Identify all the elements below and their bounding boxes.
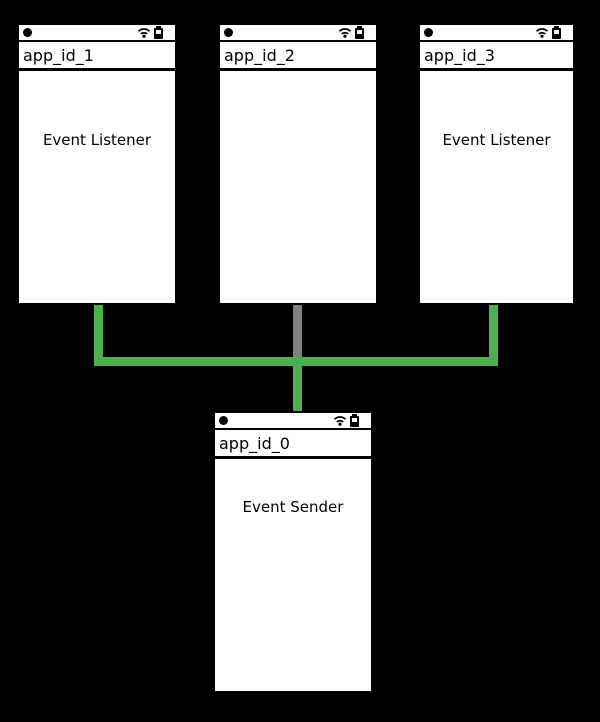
app-body-label: Event Sender — [242, 498, 344, 516]
connector-app-id-3 — [489, 305, 498, 366]
app-body — [220, 71, 376, 303]
phone-frame-app-id-1: app_id_1 Event Listener — [17, 23, 177, 305]
connector-app-id-2 — [293, 305, 302, 362]
battery-icon — [154, 25, 163, 39]
camera-dot-icon — [224, 28, 233, 37]
battery-icon — [552, 25, 561, 39]
battery-icon — [355, 25, 364, 39]
app-body: Event Listener — [420, 71, 573, 303]
connector-app-id-1 — [94, 305, 103, 366]
phone-frame-app-id-3: app_id_3 Event Listener — [418, 23, 575, 305]
status-bar — [19, 25, 175, 42]
camera-dot-icon — [424, 28, 433, 37]
app-body-label: Event Listener — [442, 131, 551, 149]
camera-dot-icon — [219, 416, 228, 425]
phone-frame-app-id-0: app_id_0 Event Sender — [213, 411, 373, 693]
app-title-bar: app_id_3 — [420, 42, 573, 71]
app-body-label: Event Listener — [42, 131, 152, 149]
wifi-icon — [137, 27, 151, 38]
app-title-bar: app_id_0 — [215, 430, 371, 459]
app-title: app_id_2 — [224, 45, 295, 65]
status-bar — [215, 413, 371, 430]
connector-app-id-0 — [293, 357, 302, 411]
app-title: app_id_0 — [219, 433, 290, 453]
status-bar — [420, 25, 573, 42]
app-title-bar: app_id_1 — [19, 42, 175, 71]
app-title-bar: app_id_2 — [220, 42, 376, 71]
app-title: app_id_3 — [424, 45, 495, 65]
app-body: Event Sender — [215, 459, 371, 691]
app-body: Event Listener — [19, 71, 175, 303]
status-bar — [220, 25, 376, 42]
wifi-icon — [333, 415, 347, 426]
phone-frame-app-id-2: app_id_2 — [218, 23, 378, 305]
camera-dot-icon — [23, 28, 32, 37]
wifi-icon — [338, 27, 352, 38]
battery-icon — [350, 413, 359, 427]
wifi-icon — [535, 27, 549, 38]
app-title: app_id_1 — [23, 45, 94, 65]
